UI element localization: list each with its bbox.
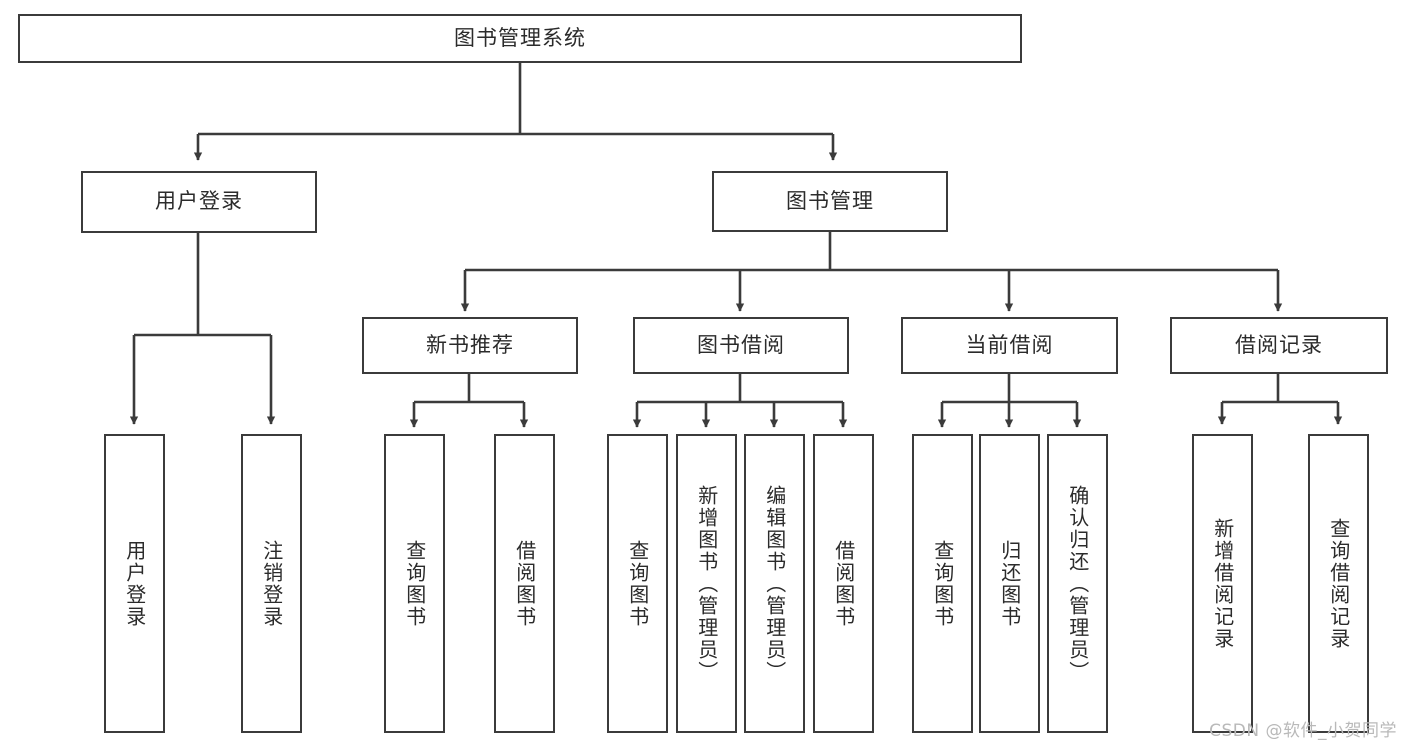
- node-leaf-borrow-book-1[interactable]: 借阅图书: [494, 434, 555, 733]
- node-leaf-query-book-1-label: 查询图书: [402, 539, 427, 628]
- node-leaf-query-book-3[interactable]: 查询图书: [912, 434, 973, 733]
- node-book-borrow-label: 图书借阅: [697, 332, 785, 357]
- node-leaf-add-record[interactable]: 新增借阅记录: [1192, 434, 1253, 733]
- node-leaf-query-book-3-label: 查询图书: [930, 539, 955, 628]
- node-leaf-query-book-2[interactable]: 查询图书: [607, 434, 668, 733]
- node-leaf-user-logout[interactable]: 注销登录: [241, 434, 302, 733]
- node-leaf-query-record-label: 查询借阅记录: [1326, 517, 1351, 650]
- node-leaf-query-record[interactable]: 查询借阅记录: [1308, 434, 1369, 733]
- node-new-book-rec[interactable]: 新书推荐: [362, 317, 578, 374]
- node-root-label: 图书管理系统: [454, 25, 586, 50]
- node-leaf-return-book-label: 归还图书: [997, 539, 1022, 628]
- node-root[interactable]: 图书管理系统: [18, 14, 1022, 63]
- node-book-borrow[interactable]: 图书借阅: [633, 317, 849, 374]
- node-leaf-borrow-book-2-label: 借阅图书: [831, 539, 856, 628]
- node-borrow-record[interactable]: 借阅记录: [1170, 317, 1388, 374]
- node-leaf-query-book-2-label: 查询图书: [625, 539, 650, 628]
- node-borrow-record-label: 借阅记录: [1235, 332, 1323, 357]
- node-current-borrow[interactable]: 当前借阅: [901, 317, 1118, 374]
- node-user-login-label: 用户登录: [155, 189, 243, 214]
- node-book-manage[interactable]: 图书管理: [712, 171, 948, 232]
- node-leaf-add-book-label: 新增图书（管理员）: [694, 484, 719, 683]
- node-leaf-user-login[interactable]: 用户登录: [104, 434, 165, 733]
- node-book-manage-label: 图书管理: [786, 188, 874, 213]
- node-leaf-return-book[interactable]: 归还图书: [979, 434, 1040, 733]
- node-leaf-confirm-return-label: 确认归还（管理员）: [1065, 484, 1090, 683]
- node-leaf-edit-book-label: 编辑图书（管理员）: [762, 484, 787, 683]
- node-leaf-confirm-return[interactable]: 确认归还（管理员）: [1047, 434, 1108, 733]
- node-current-borrow-label: 当前借阅: [965, 332, 1054, 357]
- node-leaf-query-book-1[interactable]: 查询图书: [384, 434, 445, 733]
- node-leaf-add-record-label: 新增借阅记录: [1210, 517, 1235, 650]
- node-leaf-edit-book[interactable]: 编辑图书（管理员）: [744, 434, 805, 733]
- node-new-book-rec-label: 新书推荐: [426, 332, 514, 357]
- csdn-watermark: CSDN @软件_小贺同学: [1209, 721, 1397, 741]
- node-leaf-user-login-label: 用户登录: [122, 539, 147, 628]
- node-leaf-add-book[interactable]: 新增图书（管理员）: [676, 434, 737, 733]
- node-leaf-user-logout-label: 注销登录: [259, 539, 284, 628]
- node-leaf-borrow-book-2[interactable]: 借阅图书: [813, 434, 874, 733]
- node-user-login[interactable]: 用户登录: [81, 171, 317, 233]
- node-leaf-borrow-book-1-label: 借阅图书: [512, 539, 537, 628]
